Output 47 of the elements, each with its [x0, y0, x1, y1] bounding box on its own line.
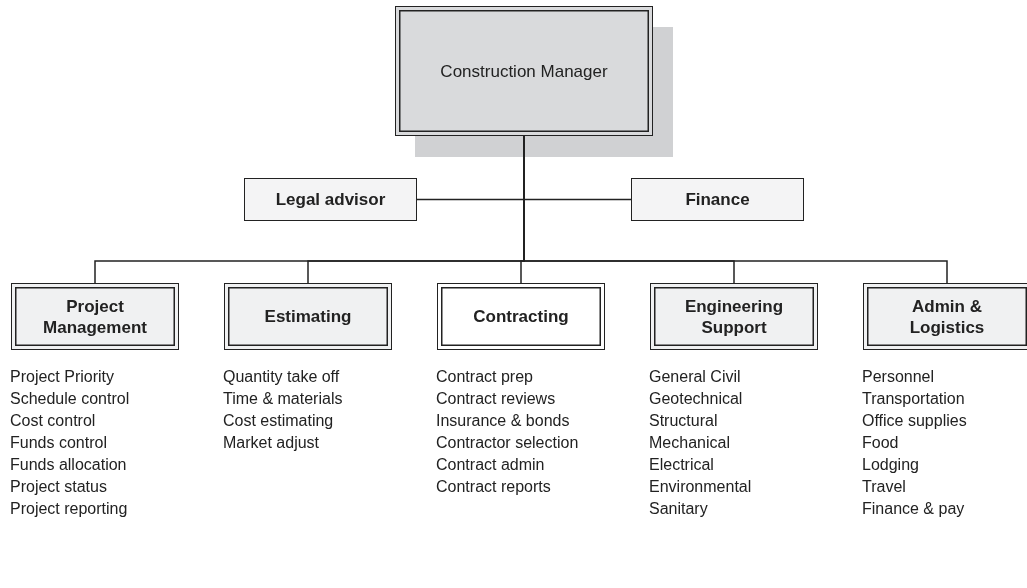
task-item: Personnel	[862, 367, 936, 387]
box-label: Legal advisor	[274, 189, 387, 210]
advisor-box	[244, 178, 417, 221]
task-item: Project status	[10, 477, 108, 497]
task-item: Sanitary	[649, 499, 709, 519]
department-box	[650, 283, 818, 350]
task-item: Funds control	[10, 433, 108, 453]
task-item: Geotechnical	[649, 389, 744, 409]
task-item: Insurance & bonds	[436, 411, 571, 431]
box-label: Admin & Logistics	[908, 295, 986, 338]
task-item: Contract reviews	[436, 389, 557, 409]
task-item: Contract reports	[436, 477, 552, 497]
task-item: Environmental	[649, 477, 753, 497]
task-item: Contractor selection	[436, 433, 580, 453]
box-label: Construction Manager	[439, 60, 609, 82]
task-item: General Civil	[649, 367, 742, 387]
task-item: Time & materials	[223, 389, 344, 409]
department-box	[437, 283, 605, 350]
manager-box	[395, 6, 653, 136]
task-item: Schedule control	[10, 389, 131, 409]
task-item: Office supplies	[862, 411, 968, 431]
advisor-box	[631, 178, 804, 221]
task-item: Project reporting	[10, 499, 129, 519]
task-item: Contract prep	[436, 367, 534, 387]
task-item: Structural	[649, 411, 719, 431]
department-box	[863, 283, 1027, 350]
box-label: Estimating	[263, 306, 353, 327]
department-box	[224, 283, 392, 350]
box-label: Finance	[684, 189, 751, 210]
task-item: Project Priority	[10, 367, 116, 387]
task-item: Food	[862, 433, 900, 453]
task-item: Funds allocation	[10, 455, 128, 475]
box-label: Engineering Support	[683, 295, 785, 338]
task-item: Electrical	[649, 455, 715, 475]
task-item: Finance & pay	[862, 499, 966, 519]
box-label: Project Management	[42, 295, 148, 338]
department-box	[11, 283, 179, 350]
task-item: Cost control	[10, 411, 97, 431]
task-item: Contract admin	[436, 455, 546, 475]
task-item: Quantity take off	[223, 367, 341, 387]
task-item: Market adjust	[223, 433, 321, 453]
box-label: Contracting	[472, 306, 570, 327]
task-item: Travel	[862, 477, 907, 497]
task-item: Cost estimating	[223, 411, 335, 431]
task-item: Lodging	[862, 455, 920, 475]
task-item: Mechanical	[649, 433, 731, 453]
task-item: Transportation	[862, 389, 966, 409]
